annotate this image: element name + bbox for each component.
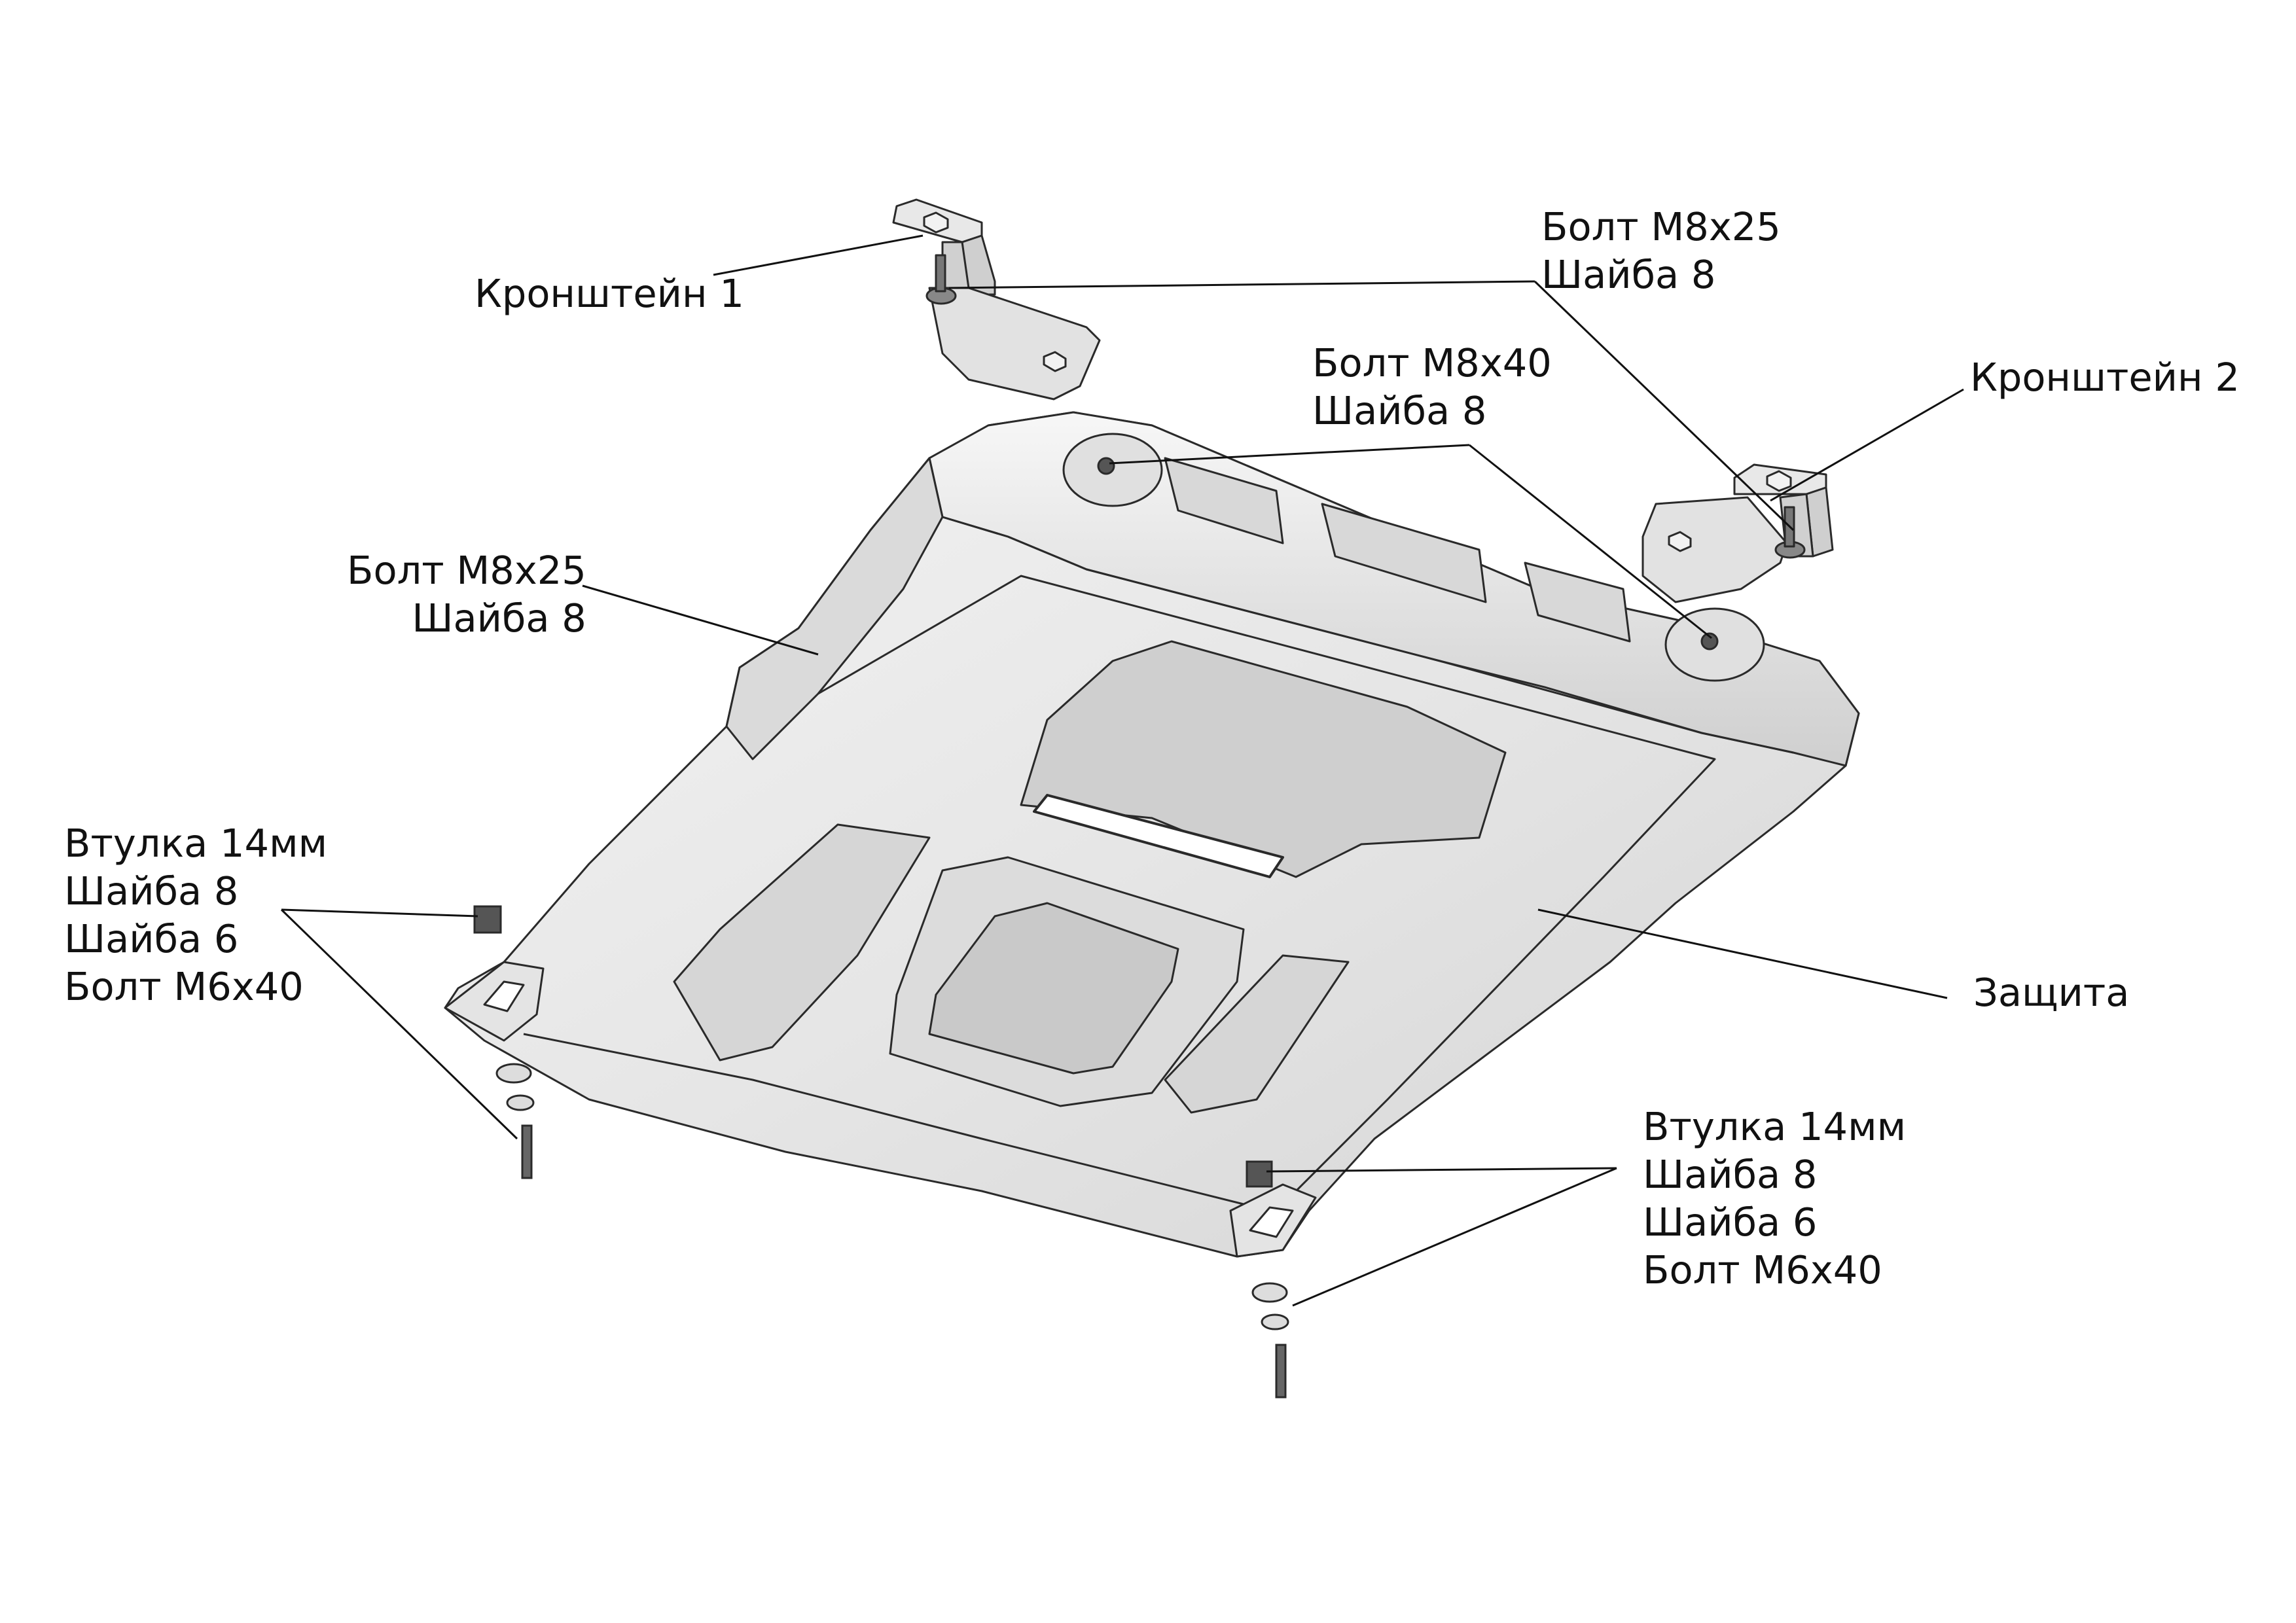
bracket-1-bolt — [935, 254, 946, 293]
washer-8-right — [1251, 1282, 1288, 1303]
label-bracket-1: Кронштейн 1 — [475, 270, 744, 317]
label-bolt-top-line1: Болт М8х25 — [1541, 204, 1781, 249]
bushing-kit-right — [1246, 1160, 1289, 1399]
boss-hole — [1097, 457, 1115, 475]
boss-hole — [1700, 632, 1719, 651]
label-kit-right: Втулка 14мм Шайба 8 Шайба 6 Болт М6х40 — [1643, 1103, 1906, 1294]
washer-6-right — [1261, 1313, 1289, 1330]
leader-lines — [280, 234, 1964, 1307]
side-rib-front-right — [1164, 954, 1350, 1114]
leader-plate — [1537, 908, 1948, 999]
vent-slot — [1033, 794, 1284, 878]
label-kit-left-line1: Втулка 14мм — [64, 821, 328, 866]
label-bolt-mid-line1: Болт М8х40 — [1312, 340, 1552, 385]
leader-bolt-top-b — [1534, 280, 1795, 531]
label-bolt-top-line2: Шайба 8 — [1541, 252, 1716, 297]
leader-bracket1 — [713, 234, 924, 276]
leader-bolt-top-a — [948, 280, 1535, 289]
label-bracket-1-text: Кронштейн 1 — [475, 271, 744, 316]
label-kit-left-line4: Болт М6х40 — [64, 964, 304, 1009]
skid-plate — [444, 411, 1860, 1258]
leader-kit-right-b — [1292, 1167, 1617, 1307]
label-bolt-left: Болт М8х25 Шайба 8 — [347, 546, 586, 642]
label-bolt-left-line2: Шайба 8 — [412, 596, 586, 641]
bracket-1-nut-2 — [1043, 351, 1067, 372]
leader-bolt-left — [582, 584, 819, 656]
bushing-kit-left — [473, 905, 535, 1179]
label-kit-right-line4: Болт М6х40 — [1643, 1247, 1882, 1293]
center-pad — [1020, 640, 1507, 878]
bushing-left — [473, 905, 502, 934]
bracket-2-nut — [1766, 470, 1792, 492]
washer-8-left — [495, 1063, 532, 1084]
leader-kit-right-a — [1266, 1167, 1617, 1173]
bracket-1-nut — [923, 211, 949, 234]
plate-front-fold — [523, 1033, 1244, 1205]
bracket-1-base — [928, 287, 1101, 401]
rear-rib — [1524, 562, 1631, 643]
leader-bolt-mid-a — [1109, 444, 1470, 465]
label-kit-right-line3: Шайба 6 — [1643, 1200, 1818, 1245]
leader-bracket2 — [1770, 388, 1964, 502]
bracket-2-base — [1641, 496, 1788, 603]
label-kit-left: Втулка 14мм Шайба 8 Шайба 6 Болт М6х40 — [64, 819, 327, 1010]
leader-kit-left-b — [280, 908, 518, 1140]
label-plate-text: Защита — [1973, 970, 2130, 1015]
label-bracket-2: Кронштейн 2 — [1970, 353, 2240, 401]
bushing-right — [1246, 1160, 1273, 1188]
bolt-m6-right — [1275, 1344, 1287, 1399]
plate-floor-edge — [942, 516, 1794, 754]
bracket-2-nut-2 — [1668, 531, 1692, 552]
bracket-1 — [892, 198, 1101, 401]
label-kit-left-line2: Шайба 8 — [64, 868, 239, 914]
side-rib-left — [673, 823, 931, 1061]
label-kit-left-line3: Шайба 6 — [64, 916, 239, 961]
tab-slot-right — [1249, 1206, 1294, 1238]
leader-bolt-mid-b — [1469, 444, 1712, 639]
label-kit-right-line2: Шайба 8 — [1643, 1152, 1818, 1197]
label-bolt-mid: Болт М8х40 Шайба 8 — [1312, 339, 1552, 435]
label-plate: Защита — [1973, 969, 2129, 1016]
rear-rib — [1164, 457, 1284, 544]
washer-6-left — [506, 1094, 535, 1111]
plate-floor-fold — [817, 575, 1716, 1212]
bolt-m6-left — [521, 1124, 533, 1179]
tab-slot-left — [483, 980, 525, 1012]
label-bolt-left-line1: Болт М8х25 — [347, 548, 586, 593]
plate-left-flange — [725, 457, 944, 760]
label-kit-right-line1: Втулка 14мм — [1643, 1104, 1907, 1149]
label-bracket-2-text: Кронштейн 2 — [1970, 355, 2240, 400]
bracket-2 — [1641, 463, 1834, 603]
rear-rib — [1321, 503, 1487, 603]
leader-kit-left-a — [281, 908, 478, 918]
label-bolt-mid-line2: Шайба 8 — [1312, 388, 1487, 433]
front-pocket-inner — [928, 902, 1179, 1075]
label-bolt-top: Болт М8х25 Шайба 8 — [1541, 203, 1781, 298]
